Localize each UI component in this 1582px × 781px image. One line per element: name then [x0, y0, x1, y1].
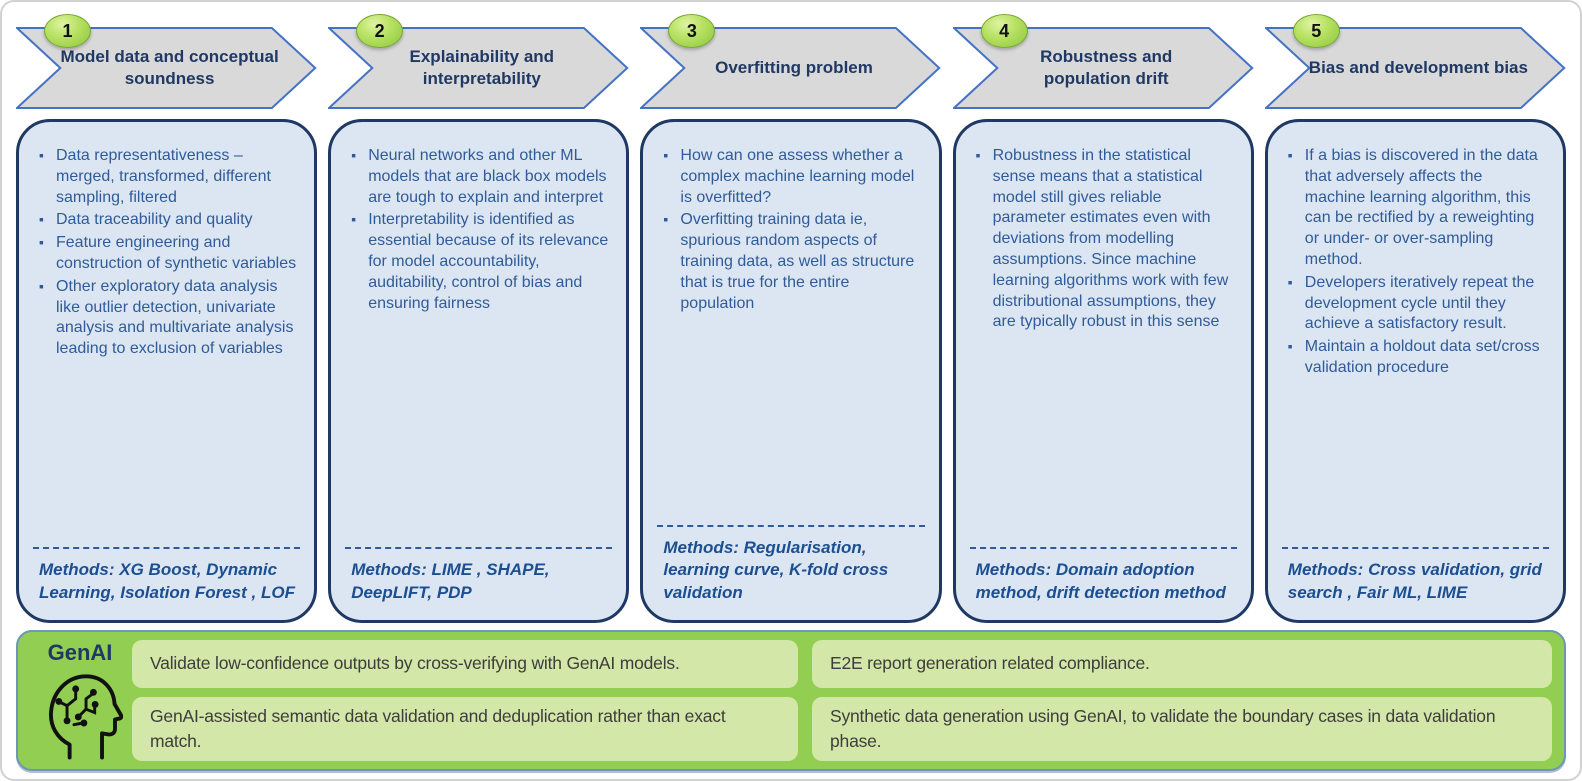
step-header-5: 5 Bias and development bias — [1265, 14, 1566, 109]
genai-panel: GenAI — [16, 630, 1566, 771]
bullet-item: Overfitting training data ie, spurious r… — [663, 210, 922, 314]
methods-block: Methods: LIME , SHAPE, DeepLIFT, PDP — [345, 547, 613, 606]
step-body-5: If a bias is discovered in the data that… — [1264, 119, 1566, 623]
bullet-item: Interpretability is identified as essent… — [351, 210, 610, 314]
bullet-item: Neural networks and other ML models that… — [351, 146, 610, 208]
step-title: Overfitting problem — [715, 57, 873, 77]
genai-label: GenAI — [47, 640, 113, 665]
step-body-4: Robustness in the statistical sense mean… — [952, 119, 1254, 623]
step-column-3: 3 Overfitting problem How can one assess… — [640, 13, 942, 623]
methods-divider — [33, 547, 301, 550]
genai-item: Synthetic data generation using GenAI, t… — [812, 697, 1552, 761]
methods-divider — [657, 524, 925, 527]
step-number-badge: 4 — [980, 14, 1028, 48]
methods-block: Methods: Domain adoption method, drift d… — [969, 547, 1237, 606]
bullet-item: How can one assess whether a complex mac… — [663, 146, 922, 208]
bullet-list: Data representativeness – merged, transf… — [39, 146, 298, 362]
methods-text: Methods: Cross validation, grid search ,… — [1287, 560, 1542, 602]
chevron-shape — [953, 27, 1254, 109]
genai-item: GenAI-assisted semantic data validation … — [132, 697, 798, 761]
step-body-3: How can one assess whether a complex mac… — [640, 119, 942, 623]
bullet-item: Feature engineering and construction of … — [39, 233, 298, 275]
methods-text: Methods: LIME , SHAPE, DeepLIFT, PDP — [351, 560, 550, 602]
step-title: Explainability and interpretability — [409, 46, 555, 88]
genai-head-icon — [49, 674, 123, 760]
methods-block: Methods: Regularisation, learning curve,… — [657, 524, 925, 606]
chevron-shape — [328, 27, 629, 109]
bullet-list: Robustness in the statistical sense mean… — [976, 146, 1235, 335]
bullet-item: Data traceability and quality — [39, 210, 298, 231]
methods-block: Methods: Cross validation, grid search ,… — [1281, 547, 1549, 606]
step-header-3: 3 Overfitting problem — [640, 14, 941, 109]
genai-item: E2E report generation related compliance… — [812, 640, 1552, 689]
step-header-1: 1 Model data and conceptual soundness — [16, 14, 317, 109]
genai-label-block: GenAI — [28, 640, 132, 761]
methods-block: Methods: XG Boost, Dynamic Learning, Iso… — [33, 547, 301, 606]
step-column-4: 4 Robustness and population drift Robust… — [952, 13, 1254, 623]
bullet-list: If a bias is discovered in the data that… — [1288, 146, 1547, 381]
methods-text: Methods: XG Boost, Dynamic Learning, Iso… — [39, 560, 295, 602]
chevron-shape — [640, 27, 941, 109]
bullet-item: Maintain a holdout data set/cross valida… — [1288, 337, 1547, 379]
step-column-1: 1 Model data and conceptual soundness Da… — [16, 13, 318, 623]
step-title: Robustness and population drift — [1040, 46, 1173, 88]
step-column-2: 2 Explainability and interpretability Ne… — [328, 13, 630, 623]
bullet-item: Data representativeness – merged, transf… — [39, 146, 298, 208]
step-title: Model data and conceptual soundness — [60, 46, 279, 88]
genai-items-grid: Validate low-confidence outputs by cross… — [132, 640, 1552, 761]
chevron-shape — [1265, 27, 1566, 109]
methods-divider — [969, 547, 1237, 550]
steps-row: 1 Model data and conceptual soundness Da… — [16, 13, 1566, 623]
bullet-list: How can one assess whether a complex mac… — [663, 146, 922, 316]
genai-item: Validate low-confidence outputs by cross… — [132, 640, 798, 689]
chevron-shape — [16, 27, 317, 109]
step-number-badge: 3 — [668, 14, 716, 48]
bullet-item: If a bias is discovered in the data that… — [1288, 146, 1547, 271]
step-number-badge: 2 — [356, 14, 404, 48]
methods-text: Methods: Regularisation, learning curve,… — [663, 537, 889, 602]
step-title: Bias and development bias — [1308, 57, 1528, 77]
bullet-list: Neural networks and other ML models that… — [351, 146, 610, 316]
methods-divider — [1281, 547, 1549, 550]
bullet-item: Robustness in the statistical sense mean… — [976, 146, 1235, 333]
step-number-badge: 5 — [1292, 14, 1340, 48]
step-header-2: 2 Explainability and interpretability — [328, 14, 629, 109]
bullet-item: Developers iteratively repeat the develo… — [1288, 273, 1547, 335]
methods-divider — [345, 547, 613, 550]
step-column-5: 5 Bias and development bias If a bias is… — [1264, 13, 1566, 623]
step-header-4: 4 Robustness and population drift — [953, 14, 1254, 109]
bullet-item: Other exploratory data analysis like out… — [39, 277, 298, 360]
step-number-badge: 1 — [44, 14, 91, 48]
methods-text: Methods: Domain adoption method, drift d… — [975, 560, 1226, 602]
step-body-2: Neural networks and other ML models that… — [328, 119, 630, 623]
step-body-1: Data representativeness – merged, transf… — [16, 119, 318, 623]
